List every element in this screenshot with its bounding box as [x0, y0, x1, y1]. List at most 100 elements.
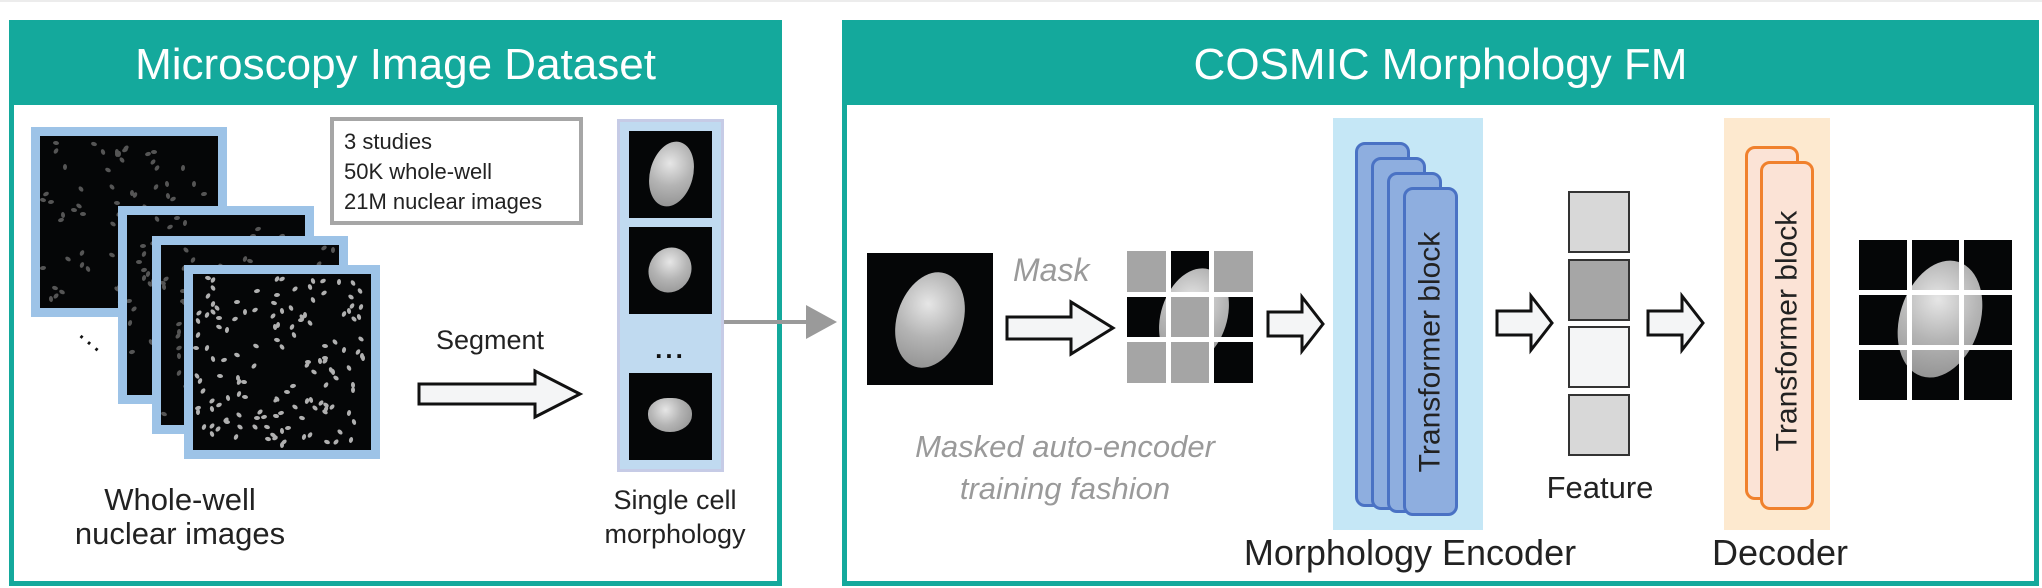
- nucleus-speck: [290, 383, 297, 389]
- nucleus-speck: [40, 265, 47, 271]
- nucleus-speck: [254, 416, 261, 421]
- caption-line: morphology: [604, 519, 746, 549]
- caption-line: Single cell: [613, 485, 737, 515]
- nuclear-image: [193, 274, 371, 450]
- nucleus-speck: [320, 245, 329, 252]
- nucleus-speck: [203, 344, 210, 352]
- nucleus-speck: [182, 219, 188, 226]
- nucleus-speck: [216, 373, 224, 379]
- nucleus-speck: [209, 430, 216, 438]
- encoder-transformer-block: [1403, 187, 1458, 516]
- nucleus-speck: [298, 415, 306, 422]
- nucleus-speck: [271, 434, 279, 442]
- caption-line: Whole-well: [104, 482, 256, 517]
- nucleus-speck: [250, 307, 259, 314]
- nucleus-speck: [306, 431, 314, 439]
- nucleus-speck: [241, 394, 248, 400]
- panel-title: Microscopy Image Dataset: [14, 25, 777, 105]
- nucleus-fragment: [1911, 249, 1960, 290]
- panel-connector-line: [724, 320, 814, 324]
- top-divider: [0, 0, 2042, 2]
- feature-cell: [1568, 394, 1630, 456]
- nucleus-speck: [223, 420, 230, 425]
- nucleus-speck: [263, 423, 271, 430]
- nucleus-speck: [253, 288, 261, 295]
- nucleus-speck: [310, 368, 318, 376]
- nucleus-speck: [215, 324, 223, 331]
- nucleus-speck: [201, 191, 208, 197]
- nucleus-speck: [149, 158, 157, 166]
- nucleus-speck: [177, 353, 182, 360]
- nucleus-speck: [209, 406, 215, 413]
- nucleus-speck: [269, 312, 277, 320]
- nucleus-speck: [175, 344, 183, 352]
- nucleus-speck: [336, 428, 344, 436]
- masked-patch: [1214, 251, 1253, 292]
- nucleus-speck: [235, 374, 240, 381]
- to-decoder-arrow-icon: [1646, 291, 1705, 355]
- nucleus-speck: [209, 284, 217, 292]
- single-cell-image: [629, 373, 712, 460]
- feature-caption: Feature: [1546, 470, 1654, 505]
- nucleus-speck: [341, 346, 347, 354]
- whole-well-image: [184, 265, 380, 459]
- image-patch: [1964, 240, 2012, 290]
- nucleus-speck: [80, 212, 87, 217]
- image-patch: [1859, 350, 1907, 400]
- nucleus-speck: [279, 427, 285, 435]
- nucleus-speck: [278, 343, 286, 351]
- nucleus-speck: [233, 351, 241, 358]
- nucleus-speck: [351, 418, 357, 426]
- nucleus-speck: [164, 181, 170, 188]
- image-patch: [1214, 296, 1253, 338]
- input-nucleus-image: [867, 253, 993, 385]
- nucleus-speck: [109, 220, 117, 227]
- nucleus-speck: [323, 438, 331, 445]
- nucleus-speck: [161, 283, 167, 290]
- nucleus-speck: [180, 164, 186, 171]
- decoder-transformer-block: [1760, 161, 1814, 510]
- nucleus-speck: [284, 425, 292, 431]
- nucleus-speck: [108, 251, 116, 258]
- nucleus-speck: [319, 277, 327, 285]
- nucleus-speck: [104, 167, 112, 174]
- nucleus-speck: [199, 386, 207, 395]
- masked-patch: [1127, 251, 1166, 292]
- masked-patch: [1170, 342, 1210, 383]
- nucleus-speck: [272, 413, 280, 419]
- nucleus-speck: [200, 423, 207, 431]
- caption-line: Masked auto-encoder: [915, 429, 1215, 464]
- image-patch: [1911, 295, 1960, 345]
- nucleus-speck: [150, 149, 157, 155]
- nucleus-speck: [304, 359, 311, 365]
- encoder-block-label: Transformer block: [1412, 231, 1446, 472]
- nucleus-speck: [288, 304, 295, 312]
- single-cell-column: ...: [617, 119, 724, 472]
- single-cell-image: [629, 131, 712, 218]
- nucleus-speck: [350, 279, 357, 287]
- nucleus-speck: [108, 183, 116, 191]
- nucleus-speck: [288, 323, 295, 331]
- nucleus-speck: [332, 438, 340, 446]
- nucleus-speck: [231, 315, 239, 322]
- nucleus-fragment: [1214, 296, 1241, 338]
- nucleus-speck: [144, 150, 152, 157]
- to-feature-arrow-icon: [1495, 291, 1554, 355]
- nucleus-speck: [270, 300, 278, 307]
- single-cell-image: [629, 227, 712, 314]
- nucleus-speck: [275, 321, 281, 328]
- nucleus-speck: [243, 308, 248, 315]
- nucleus-speck: [327, 366, 334, 374]
- image-patch: [1964, 295, 2012, 345]
- nucleus-speck: [79, 261, 86, 269]
- nucleus-speck: [306, 283, 313, 291]
- nucleus-speck: [63, 163, 68, 170]
- reconstructed-patch-grid: [1859, 240, 2012, 400]
- image-patch: [1127, 296, 1166, 338]
- feature-cell: [1568, 191, 1630, 253]
- nucleus-fragment: [1214, 342, 1241, 374]
- nucleus-speck: [306, 319, 314, 328]
- nucleus-speck: [246, 258, 254, 265]
- nucleus-speck: [129, 189, 134, 196]
- segment-label: Segment: [435, 325, 545, 355]
